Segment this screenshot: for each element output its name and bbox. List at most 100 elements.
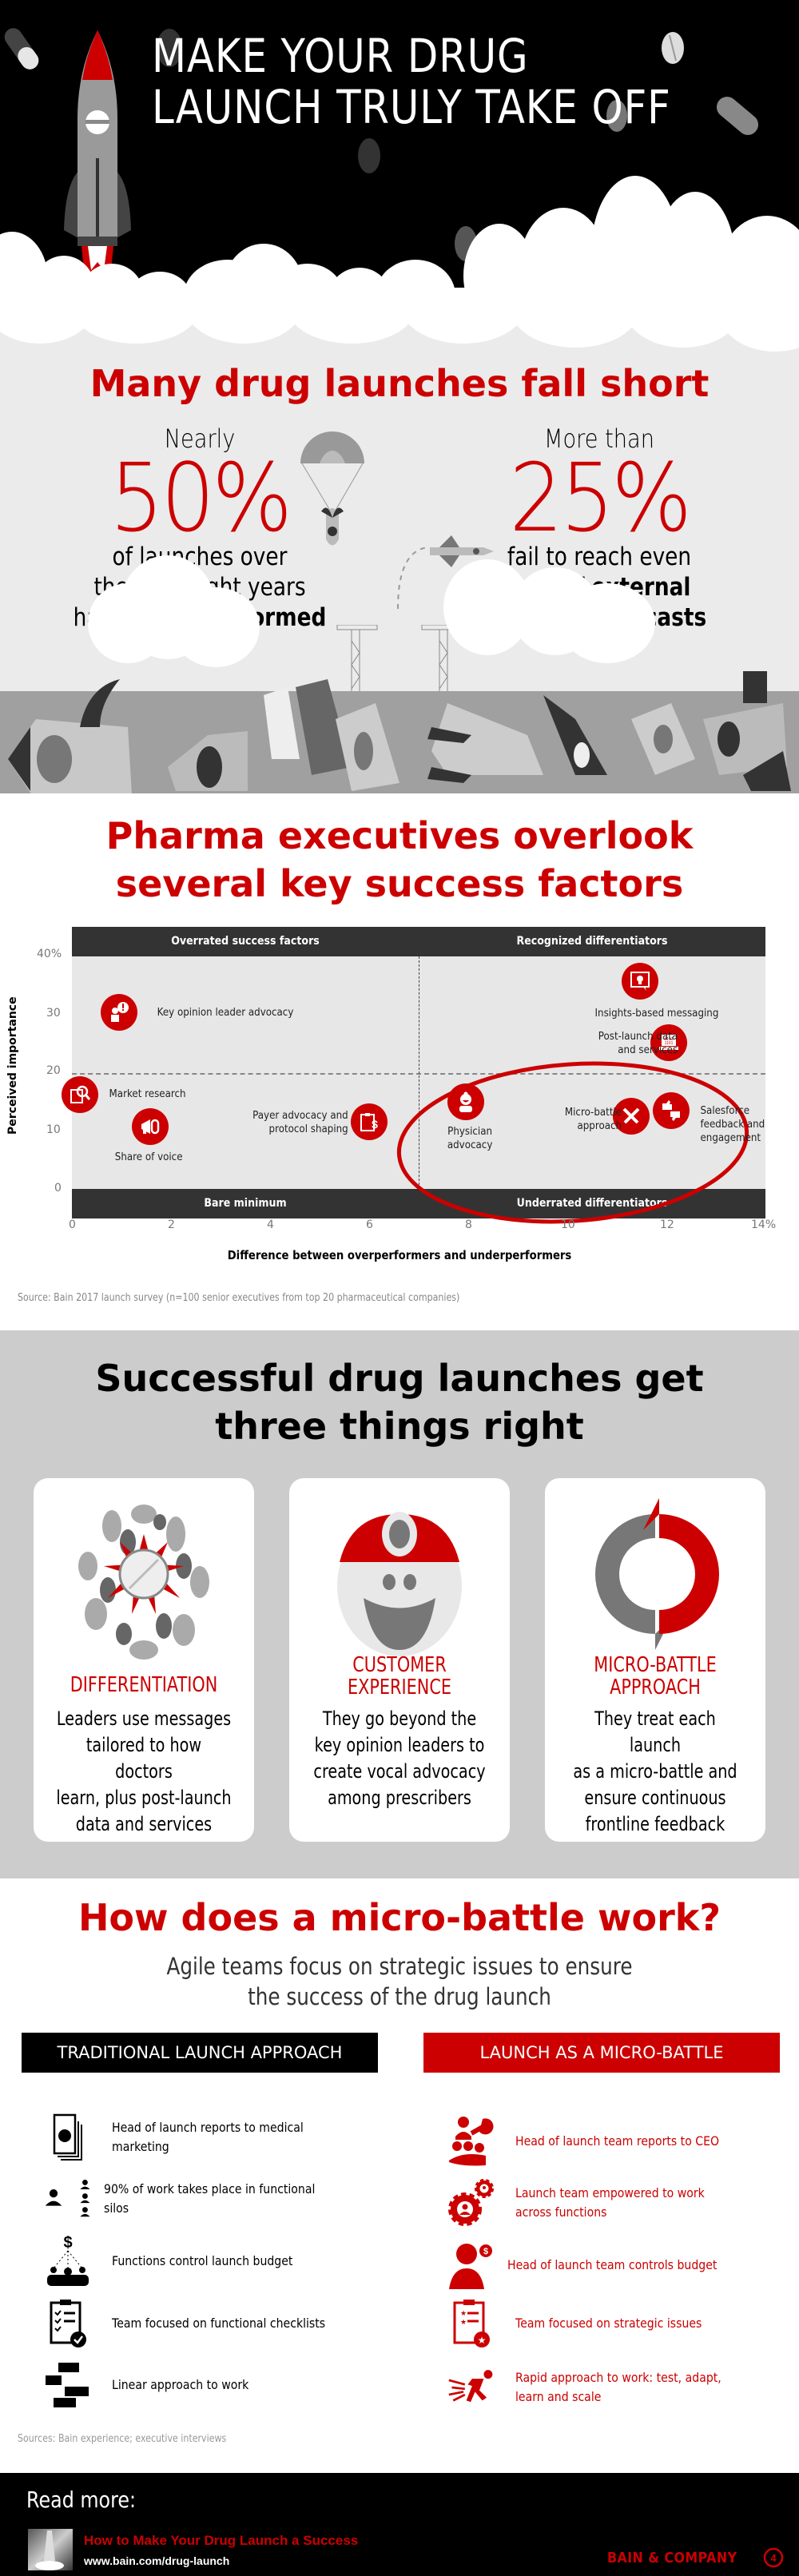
x-tick-6: 6 [366,1218,373,1231]
line: silos [104,2200,129,2216]
battle-item: Head of launch team reports to CEO [447,2117,747,2166]
rocket-icon [64,30,131,298]
battle-item: $ Head of launch team controls budget [447,2241,745,2289]
stat-right-line1: fail to reach even [507,543,692,571]
desc-line: data and services [75,1813,213,1835]
article-link[interactable]: How to Make Your Drug Launch a Success [84,2533,359,2548]
svg-text:$: $ [372,1118,378,1131]
report-icon [44,2113,92,2161]
x-tick-0: 0 [69,1218,76,1231]
x-axis-title: Difference between overperformers and un… [227,1248,572,1262]
quadrant-overrated: Overrated success factors [171,935,320,948]
line: 90% of work takes place in functional [104,2181,316,2196]
pill-burst-icon [78,1505,209,1660]
factors-heading-line2: several key success factors [115,862,684,905]
label-payer-advocacy: Payer advocacy and protocol shaping [252,1109,348,1135]
y-tick-30: 30 [46,1007,61,1020]
point-kol-advocacy [101,994,137,1031]
line: Team focused on strategic issues [515,2316,702,2331]
x-tick-8: 8 [465,1218,472,1231]
lightbulb-icon [630,972,650,991]
megaphone-icon [141,1119,160,1135]
svg-text:0101: 0101 [664,1037,673,1042]
desc-line: learn, plus post-launch [56,1787,232,1809]
card-cx-desc: They go beyond the key opinion leaders t… [312,1706,488,1811]
hero-banner: MAKE YOUR DRUG LAUNCH TRULY TAKE OFF [0,0,799,320]
item-text: 90% of work takes place in functional sil… [104,2180,315,2218]
item-text: Team focused on functional checklists [112,2314,325,2333]
article-url[interactable]: www.bain.com/drug-launch [84,2554,230,2567]
line: Head of launch team reports to CEO [515,2133,720,2149]
y-tick-20: 20 [46,1064,61,1077]
highlight-ellipse [396,1061,749,1224]
hero-title-line2: LAUNCH TRULY TAKE OFF [152,80,671,134]
bain-logo-text: BAIN & COMPANY [607,2550,737,2566]
micro-heading: How does a micro-battle work? [78,1896,721,1939]
traditional-header: TRADITIONAL LAUNCH APPROACH [22,2033,378,2073]
y-axis-title: Perceived importance [6,996,19,1135]
runner-icon [447,2363,495,2411]
point-share-of-voice [132,1108,169,1145]
line: Rapid approach to work: test, adapt, [515,2370,721,2385]
label-share-of-voice: Share of voice [114,1151,183,1163]
card-micro-battle-title: MICRO-BATTLE APPROACH [567,1654,744,1699]
quadrant-recognized: Recognized differentiators [516,935,668,948]
stat-right-value: 25% [509,443,692,553]
point-physician-advocacy [447,1083,484,1120]
svg-text:★: ★ [460,2318,467,2326]
line: marketing [112,2139,169,2154]
fall-short-section: Many drug launches fall short Nearly 50%… [0,320,799,793]
clipboard-dollar-icon: $ [360,1113,378,1131]
checklist-icon [44,2299,92,2347]
chart-source: Source: Bain 2017 launch survey (n=100 s… [18,1292,460,1304]
card-micro-battle: MICRO-BATTLE APPROACH They treat each la… [545,1478,765,1842]
article-thumbnail[interactable] [28,2529,73,2570]
traditional-item: $ Functions control launch budget [44,2234,317,2286]
desc-line: as a micro-battle and [573,1760,737,1783]
silos-icon [44,2175,92,2223]
happy-doctor-icon [337,1512,462,1656]
title-line: MICRO-BATTLE [594,1653,717,1677]
ceo-report-icon [447,2117,495,2166]
line: Linear approach to work [112,2377,249,2392]
item-text: Head of launch team reports to CEO [515,2132,719,2151]
three-heading: Successful drug launches get three thing… [0,1354,799,1450]
line: Head of launch team controls budget [507,2257,718,2272]
doctor-icon [459,1091,472,1112]
stat-left-line1: of launches over [112,543,288,571]
thumbs-icon [662,1100,680,1121]
x-tick-2: 2 [168,1218,175,1231]
hero-title: MAKE YOUR DRUG LAUNCH TRULY TAKE OFF [152,30,688,133]
factors-chart: Overrated success factors Recognized dif… [62,927,765,1224]
stat-left-pre: Nearly [164,423,236,454]
three-heading-line2: three things right [215,1405,584,1448]
point-market-research [62,1076,98,1113]
desc-line: Leaders use messages [56,1707,232,1730]
battle-item: ★★★ Team focused on strategic issues [447,2299,727,2347]
quadrant-underrated: Underrated differentiators [516,1197,668,1210]
crashed-rockets-icon [8,671,791,793]
micro-battle-header: LAUNCH AS A MICRO-BATTLE [423,2033,780,2073]
battle-item: Rapid approach to work: test, adapt,lear… [447,2363,749,2411]
speaking-person-icon [111,1002,129,1022]
desc-line: key opinion leaders to [314,1734,485,1756]
point-micro-battle [613,1098,650,1135]
desc-line: frontline feedback [585,1813,725,1835]
fall-short-heading: Many drug launches fall short [89,362,710,405]
strategic-clipboard-icon: ★★★ [447,2299,495,2347]
svg-text:★: ★ [477,2335,486,2346]
falling-rocket-illustration [300,431,494,610]
item-text: Team focused on strategic issues [515,2314,702,2333]
svg-text:4: 4 [770,2552,777,2564]
x-tick-10: 10 [561,1218,575,1231]
footer: Read more: How to Make Your Drug Launch … [0,2473,799,2576]
desc-line: create vocal advocacy [313,1760,486,1783]
desc-line: tailored to how doctors [85,1734,202,1783]
crossed-swords-icon [622,1107,640,1124]
label-micro-battle: Micro-battle approach [564,1106,622,1132]
label-insights-messaging: Insights-based messaging [594,1007,719,1020]
card-cx-title: CUSTOMER EXPERIENCE [312,1654,488,1699]
micro-source: Sources: Bain experience; executive inte… [18,2433,227,2445]
